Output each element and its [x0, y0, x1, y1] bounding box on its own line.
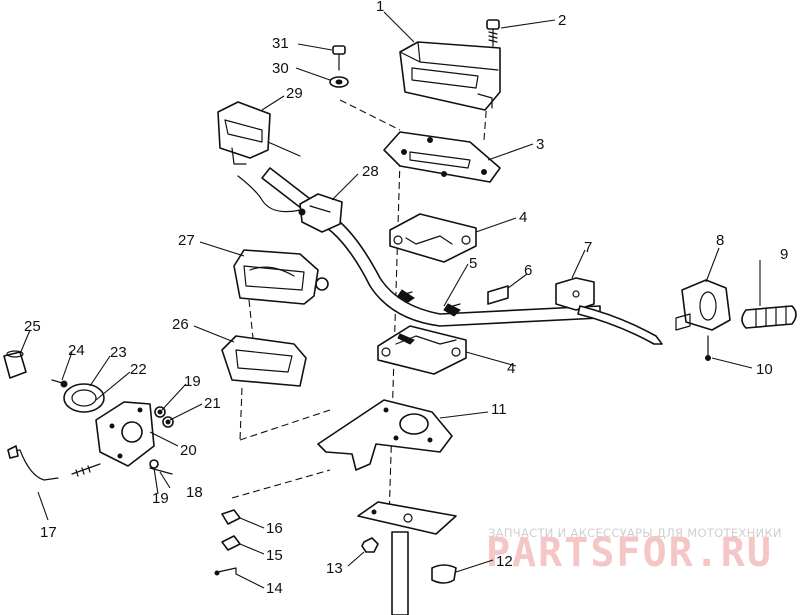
callout-8: 8	[716, 232, 724, 249]
callout-7: 7	[584, 239, 592, 256]
callout-24: 24	[68, 342, 85, 359]
callout-12: 12	[496, 553, 513, 570]
mounting-plate	[317, 399, 453, 471]
switch-housing	[217, 101, 301, 165]
callout-1: 1	[376, 0, 384, 15]
speedometer	[233, 249, 329, 305]
mounting-bracket	[383, 131, 501, 183]
callout-10: 10	[756, 361, 773, 378]
callout-19-upper: 19	[184, 373, 201, 390]
callout-15: 15	[266, 547, 283, 564]
watermark-tagline: ЗАПЧАСТИ И АКСЕССУАРЫ ДЛЯ МОТОТЕХНИКИ	[488, 526, 782, 540]
hand-grip	[741, 305, 797, 329]
callout-6: 6	[524, 262, 532, 279]
steering-post	[357, 501, 457, 615]
callout-22: 22	[130, 361, 147, 378]
throttle-screw	[705, 335, 711, 361]
lower-clamp	[377, 325, 467, 375]
leader-lines	[19, 11, 761, 589]
long-screw	[71, 463, 173, 477]
callout-16: 16	[266, 520, 283, 537]
retaining-ring	[63, 383, 105, 413]
control-block	[298, 193, 343, 233]
callout-numbers: 1 2 3 4 4 5 6 7 8 9 10 11 12 13 14 15 16…	[24, 0, 788, 597]
bulb-and-pin	[3, 350, 68, 388]
callout-25: 25	[24, 318, 41, 335]
brake-lever	[555, 277, 663, 345]
upper-clamp	[389, 213, 477, 263]
callout-13: 13	[326, 560, 343, 577]
callout-14: 14	[266, 580, 283, 597]
gauge-mount-plate	[95, 401, 155, 467]
watermark-logo: PARTSFOR.RU	[486, 530, 773, 576]
callout-17: 17	[40, 524, 57, 541]
callout-29: 29	[286, 85, 303, 102]
throttle-housing	[675, 279, 731, 331]
callout-23: 23	[110, 344, 127, 361]
callout-5: 5	[469, 255, 477, 272]
handlebar	[237, 167, 601, 327]
clip-parts	[214, 509, 241, 576]
callout-4-upper: 4	[519, 209, 527, 226]
watermark: ЗАПЧАСТИ И АКСЕССУАРЫ ДЛЯ МОТОТЕХНИКИ PA…	[486, 526, 782, 576]
callout-31: 31	[272, 35, 289, 52]
callout-28: 28	[362, 163, 379, 180]
speedometer-bezel	[221, 335, 307, 387]
grip-pad	[487, 285, 509, 305]
callout-18: 18	[186, 484, 203, 501]
callout-30: 30	[272, 60, 289, 77]
cover-screw	[486, 19, 500, 47]
washer-axis-line	[339, 99, 401, 131]
speedo-to-plate-line	[239, 409, 331, 441]
callout-9: 9	[780, 246, 788, 263]
lock-nut	[361, 537, 379, 553]
handlebar-cover	[399, 41, 501, 111]
callout-21: 21	[204, 395, 221, 412]
callout-3: 3	[536, 136, 544, 153]
callout-19-lower: 19	[152, 490, 169, 507]
callout-26: 26	[172, 316, 189, 333]
callout-27: 27	[178, 232, 195, 249]
callout-11: 11	[491, 401, 507, 418]
callout-20: 20	[180, 442, 197, 459]
speedo-lower-line	[239, 387, 243, 441]
speedo-cable	[7, 445, 59, 481]
callout-2: 2	[558, 12, 566, 29]
speedo-axis-line	[248, 299, 254, 339]
bolt-and-washer	[329, 45, 349, 88]
clamp-axis-line	[231, 469, 331, 499]
callout-4-lower: 4	[507, 360, 515, 377]
